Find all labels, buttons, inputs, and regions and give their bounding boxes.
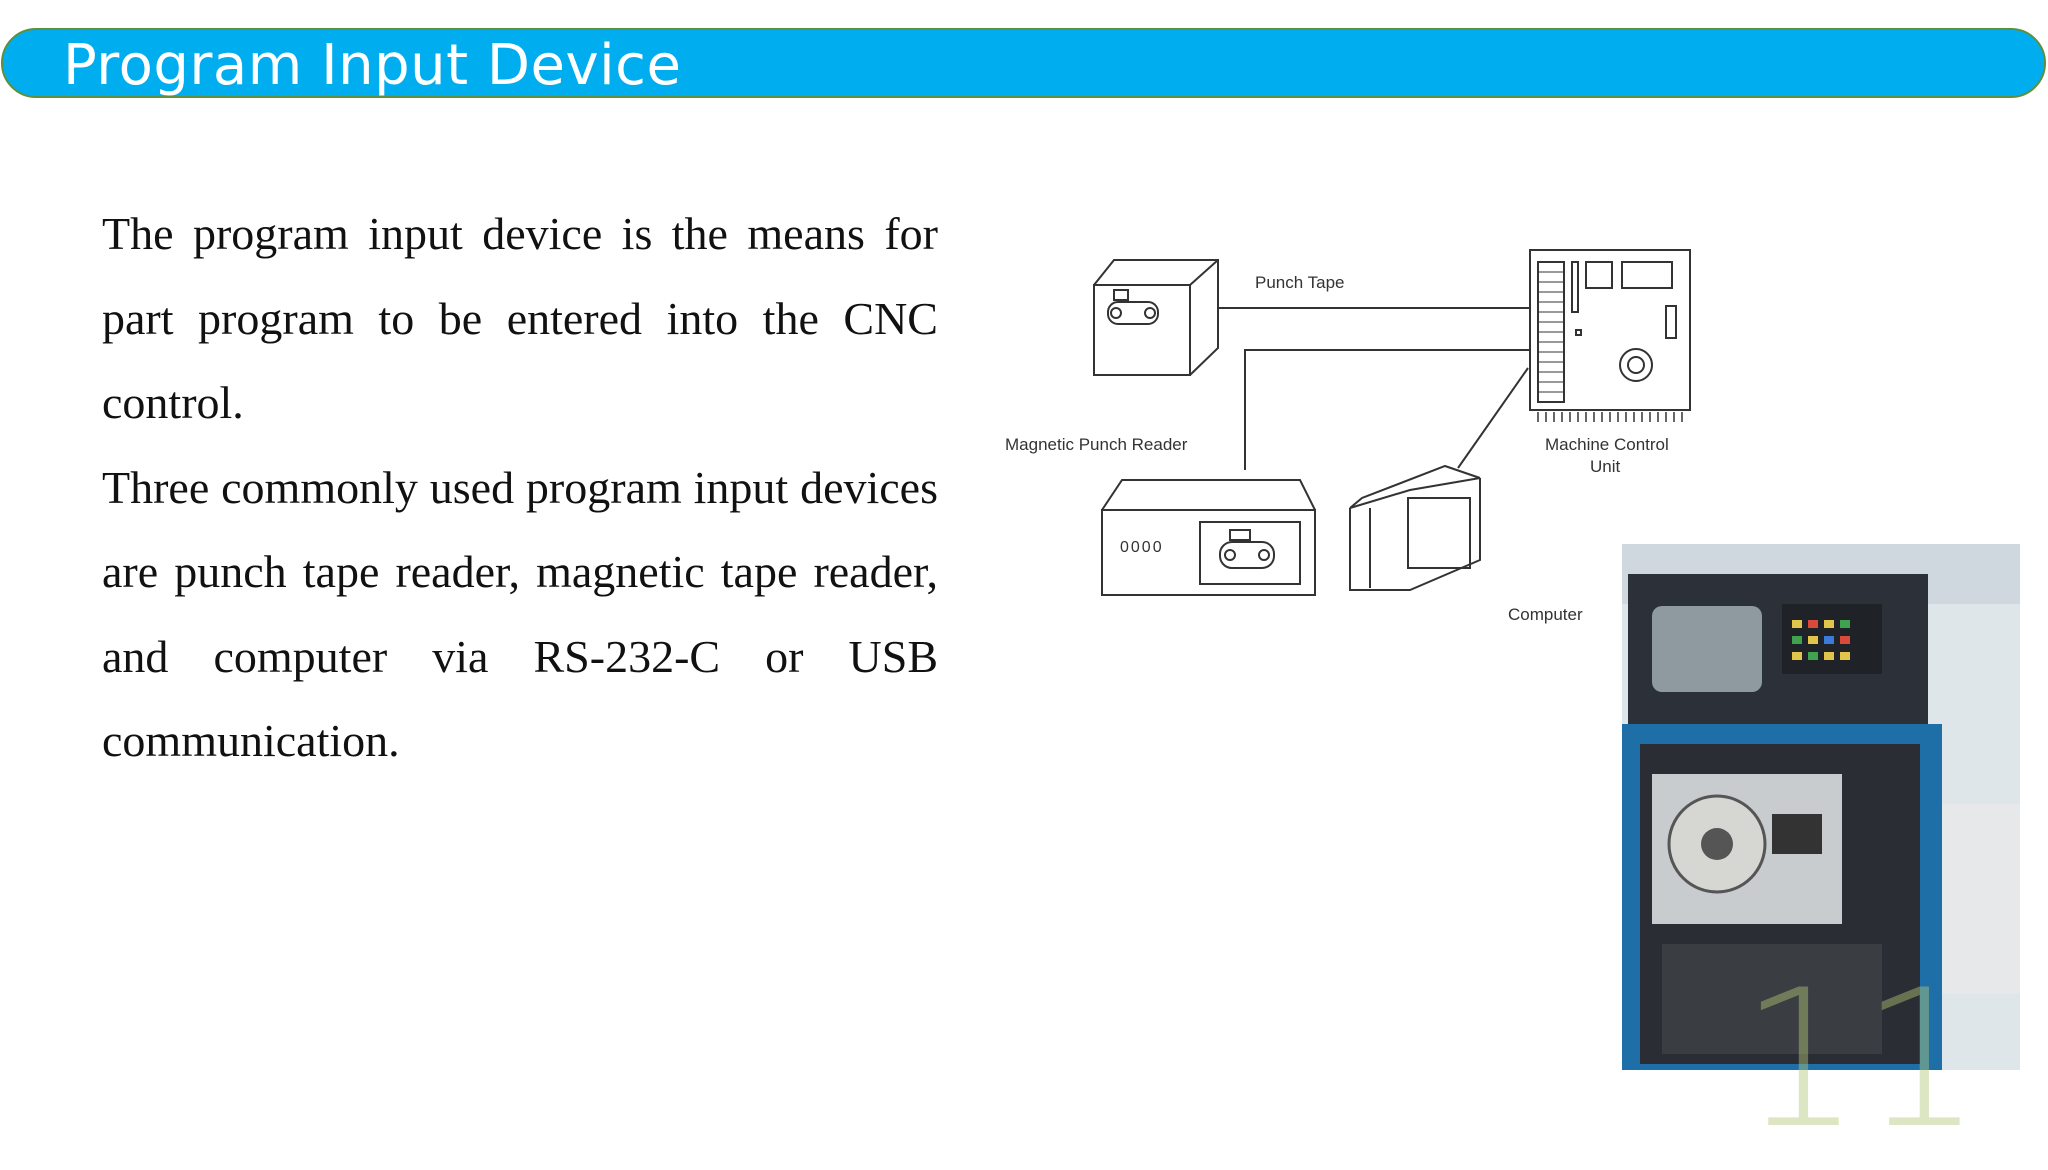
label-computer: Computer [1508, 605, 1583, 624]
cnc-input-diagram: 0000 Punch Tape Magnetic Punch Reader Ma… [1005, 249, 1691, 624]
computer-monitor-icon [1349, 464, 1481, 591]
label-magnetic-punch-reader: Magnetic Punch Reader [1005, 435, 1188, 454]
page-number: 11 [1740, 949, 1982, 1170]
magnetic-reader-icon [1101, 479, 1316, 596]
tape-reader-box-icon [1093, 259, 1219, 376]
body-text: The program input device is the means fo… [102, 192, 938, 784]
label-mcu-line1: Machine Control [1545, 435, 1669, 454]
reader-indicator: 0000 [1120, 539, 1164, 556]
paragraph-2: Three commonly used program input device… [102, 461, 938, 767]
title-bar: Program Input Device [1, 28, 2046, 98]
label-punch-tape: Punch Tape [1255, 273, 1344, 292]
label-mcu-line2: Unit [1590, 457, 1621, 476]
machine-control-unit-icon [1529, 249, 1691, 422]
paragraph-1: The program input device is the means fo… [102, 208, 938, 428]
cnc-controller-photo [1622, 544, 2020, 1070]
slide-title: Program Input Device [63, 33, 682, 98]
